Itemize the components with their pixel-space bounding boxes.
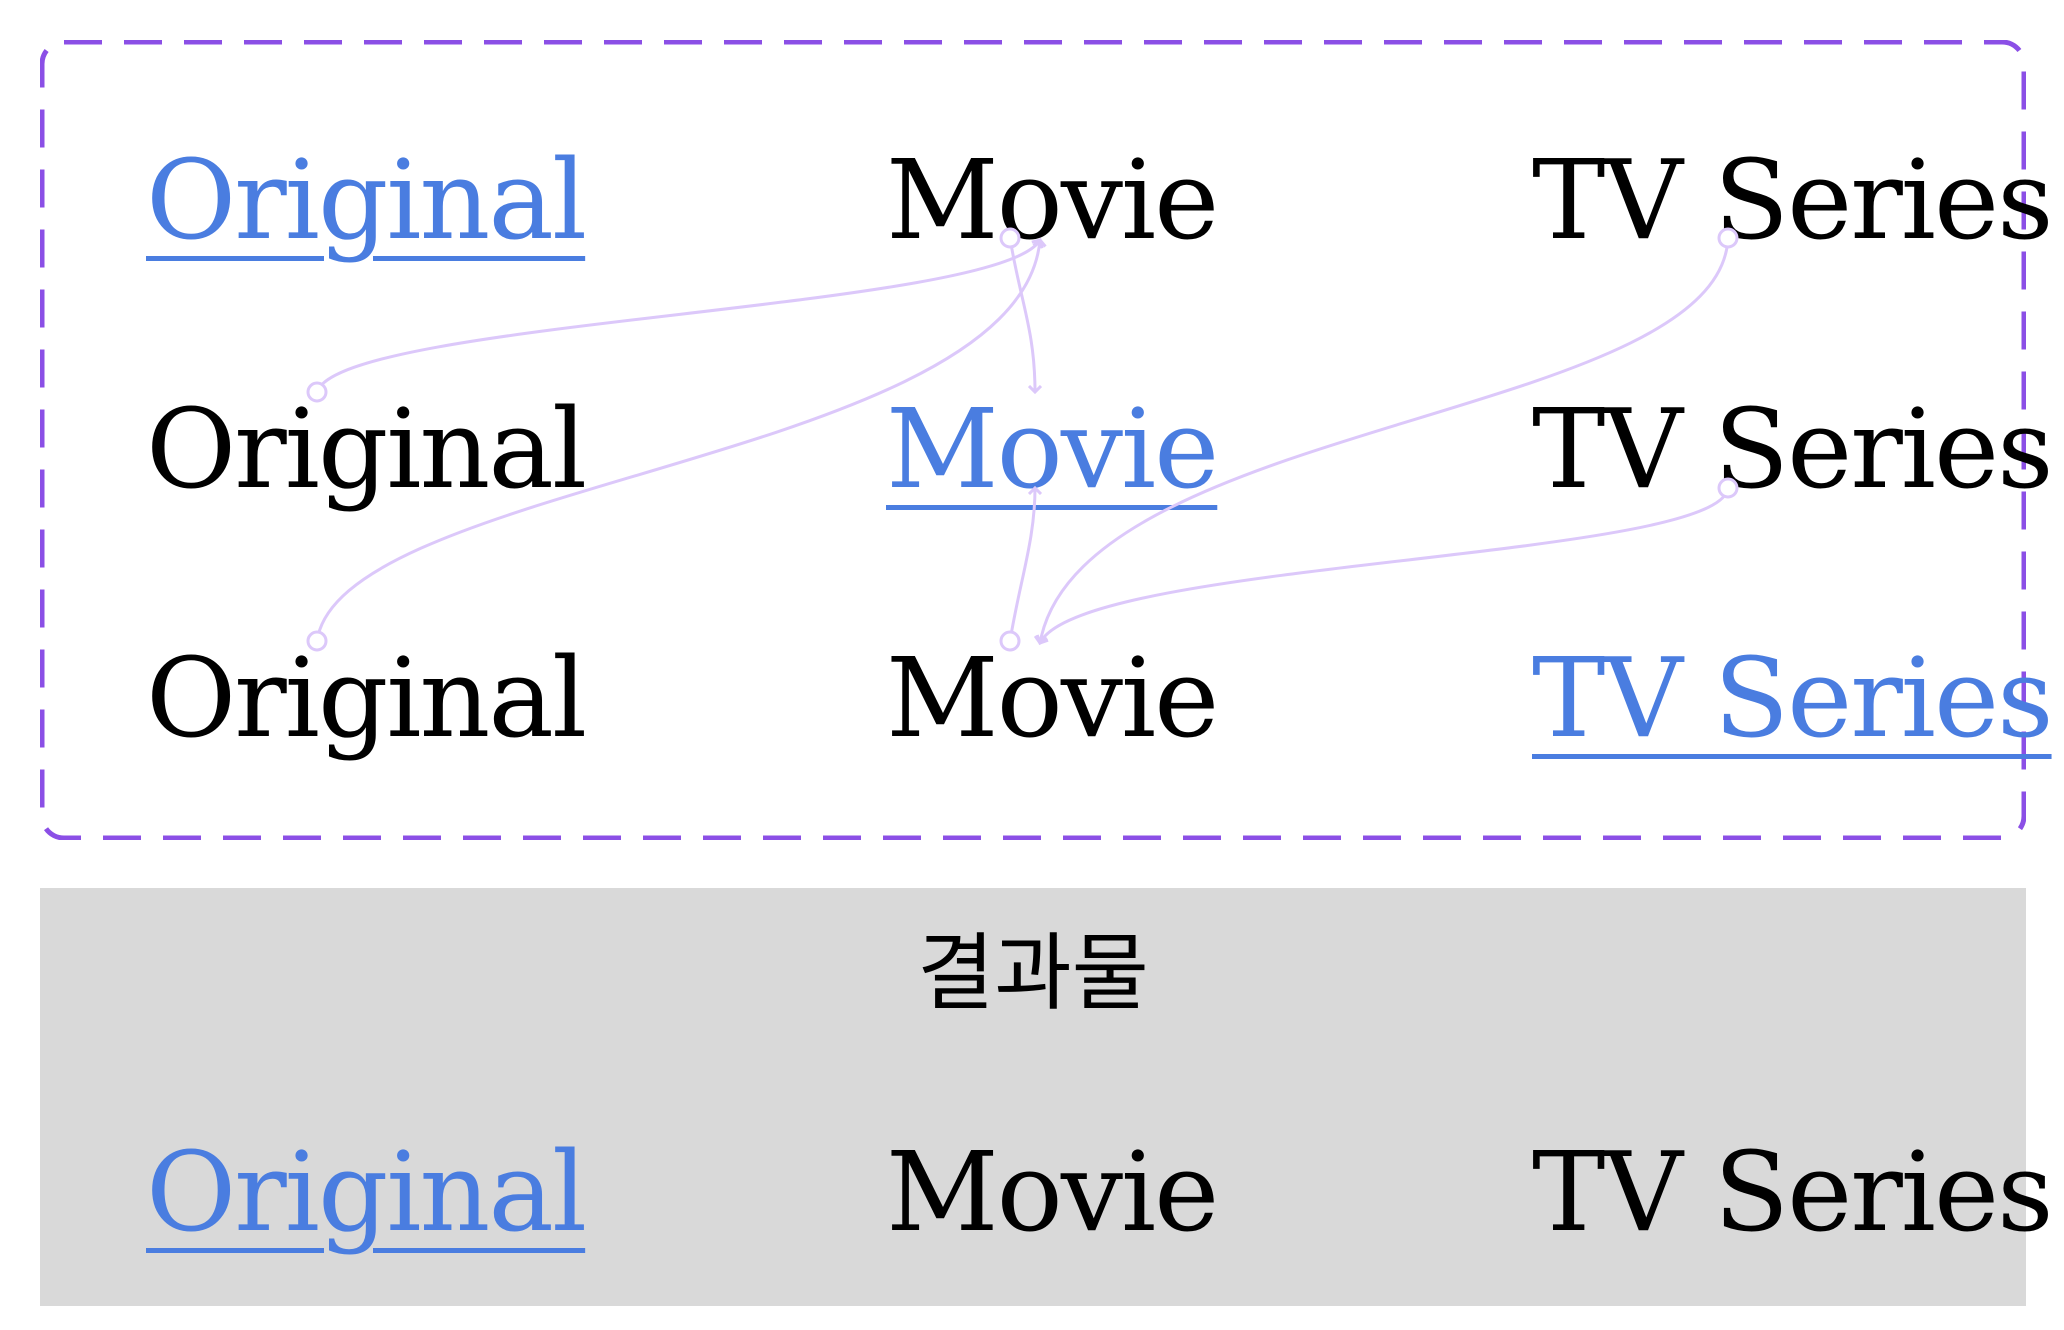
result-panel: 결과물 Original Movie TV Series: [40, 888, 2054, 1306]
dashed-frame-border: [40, 40, 2026, 840]
tab-original[interactable]: Original: [146, 1128, 587, 1256]
tab-movie[interactable]: Movie: [886, 634, 1219, 762]
tab-tv-series[interactable]: TV Series: [1532, 1128, 2054, 1256]
tab-movie[interactable]: Movie: [886, 385, 1219, 513]
tab-movie[interactable]: Movie: [886, 136, 1219, 264]
result-title: 결과물: [917, 924, 1149, 1022]
tab-tv-series[interactable]: TV Series: [1532, 634, 2054, 762]
tab-original[interactable]: Original: [146, 634, 587, 762]
state-row-3: Original Movie TV Series: [40, 634, 2054, 798]
tab-tv-series[interactable]: TV Series: [1532, 385, 2054, 513]
tab-movie[interactable]: Movie: [886, 1128, 1219, 1256]
state-row-1: Original Movie TV Series: [40, 136, 2054, 300]
result-tab-row: Original Movie TV Series: [40, 1128, 2054, 1292]
state-diagram-frame: Original Movie TV Series Original Movie …: [40, 40, 2054, 840]
state-row-2: Original Movie TV Series: [40, 385, 2054, 549]
tab-tv-series[interactable]: TV Series: [1532, 136, 2054, 264]
tab-original[interactable]: Original: [146, 385, 587, 513]
tab-original[interactable]: Original: [146, 136, 587, 264]
